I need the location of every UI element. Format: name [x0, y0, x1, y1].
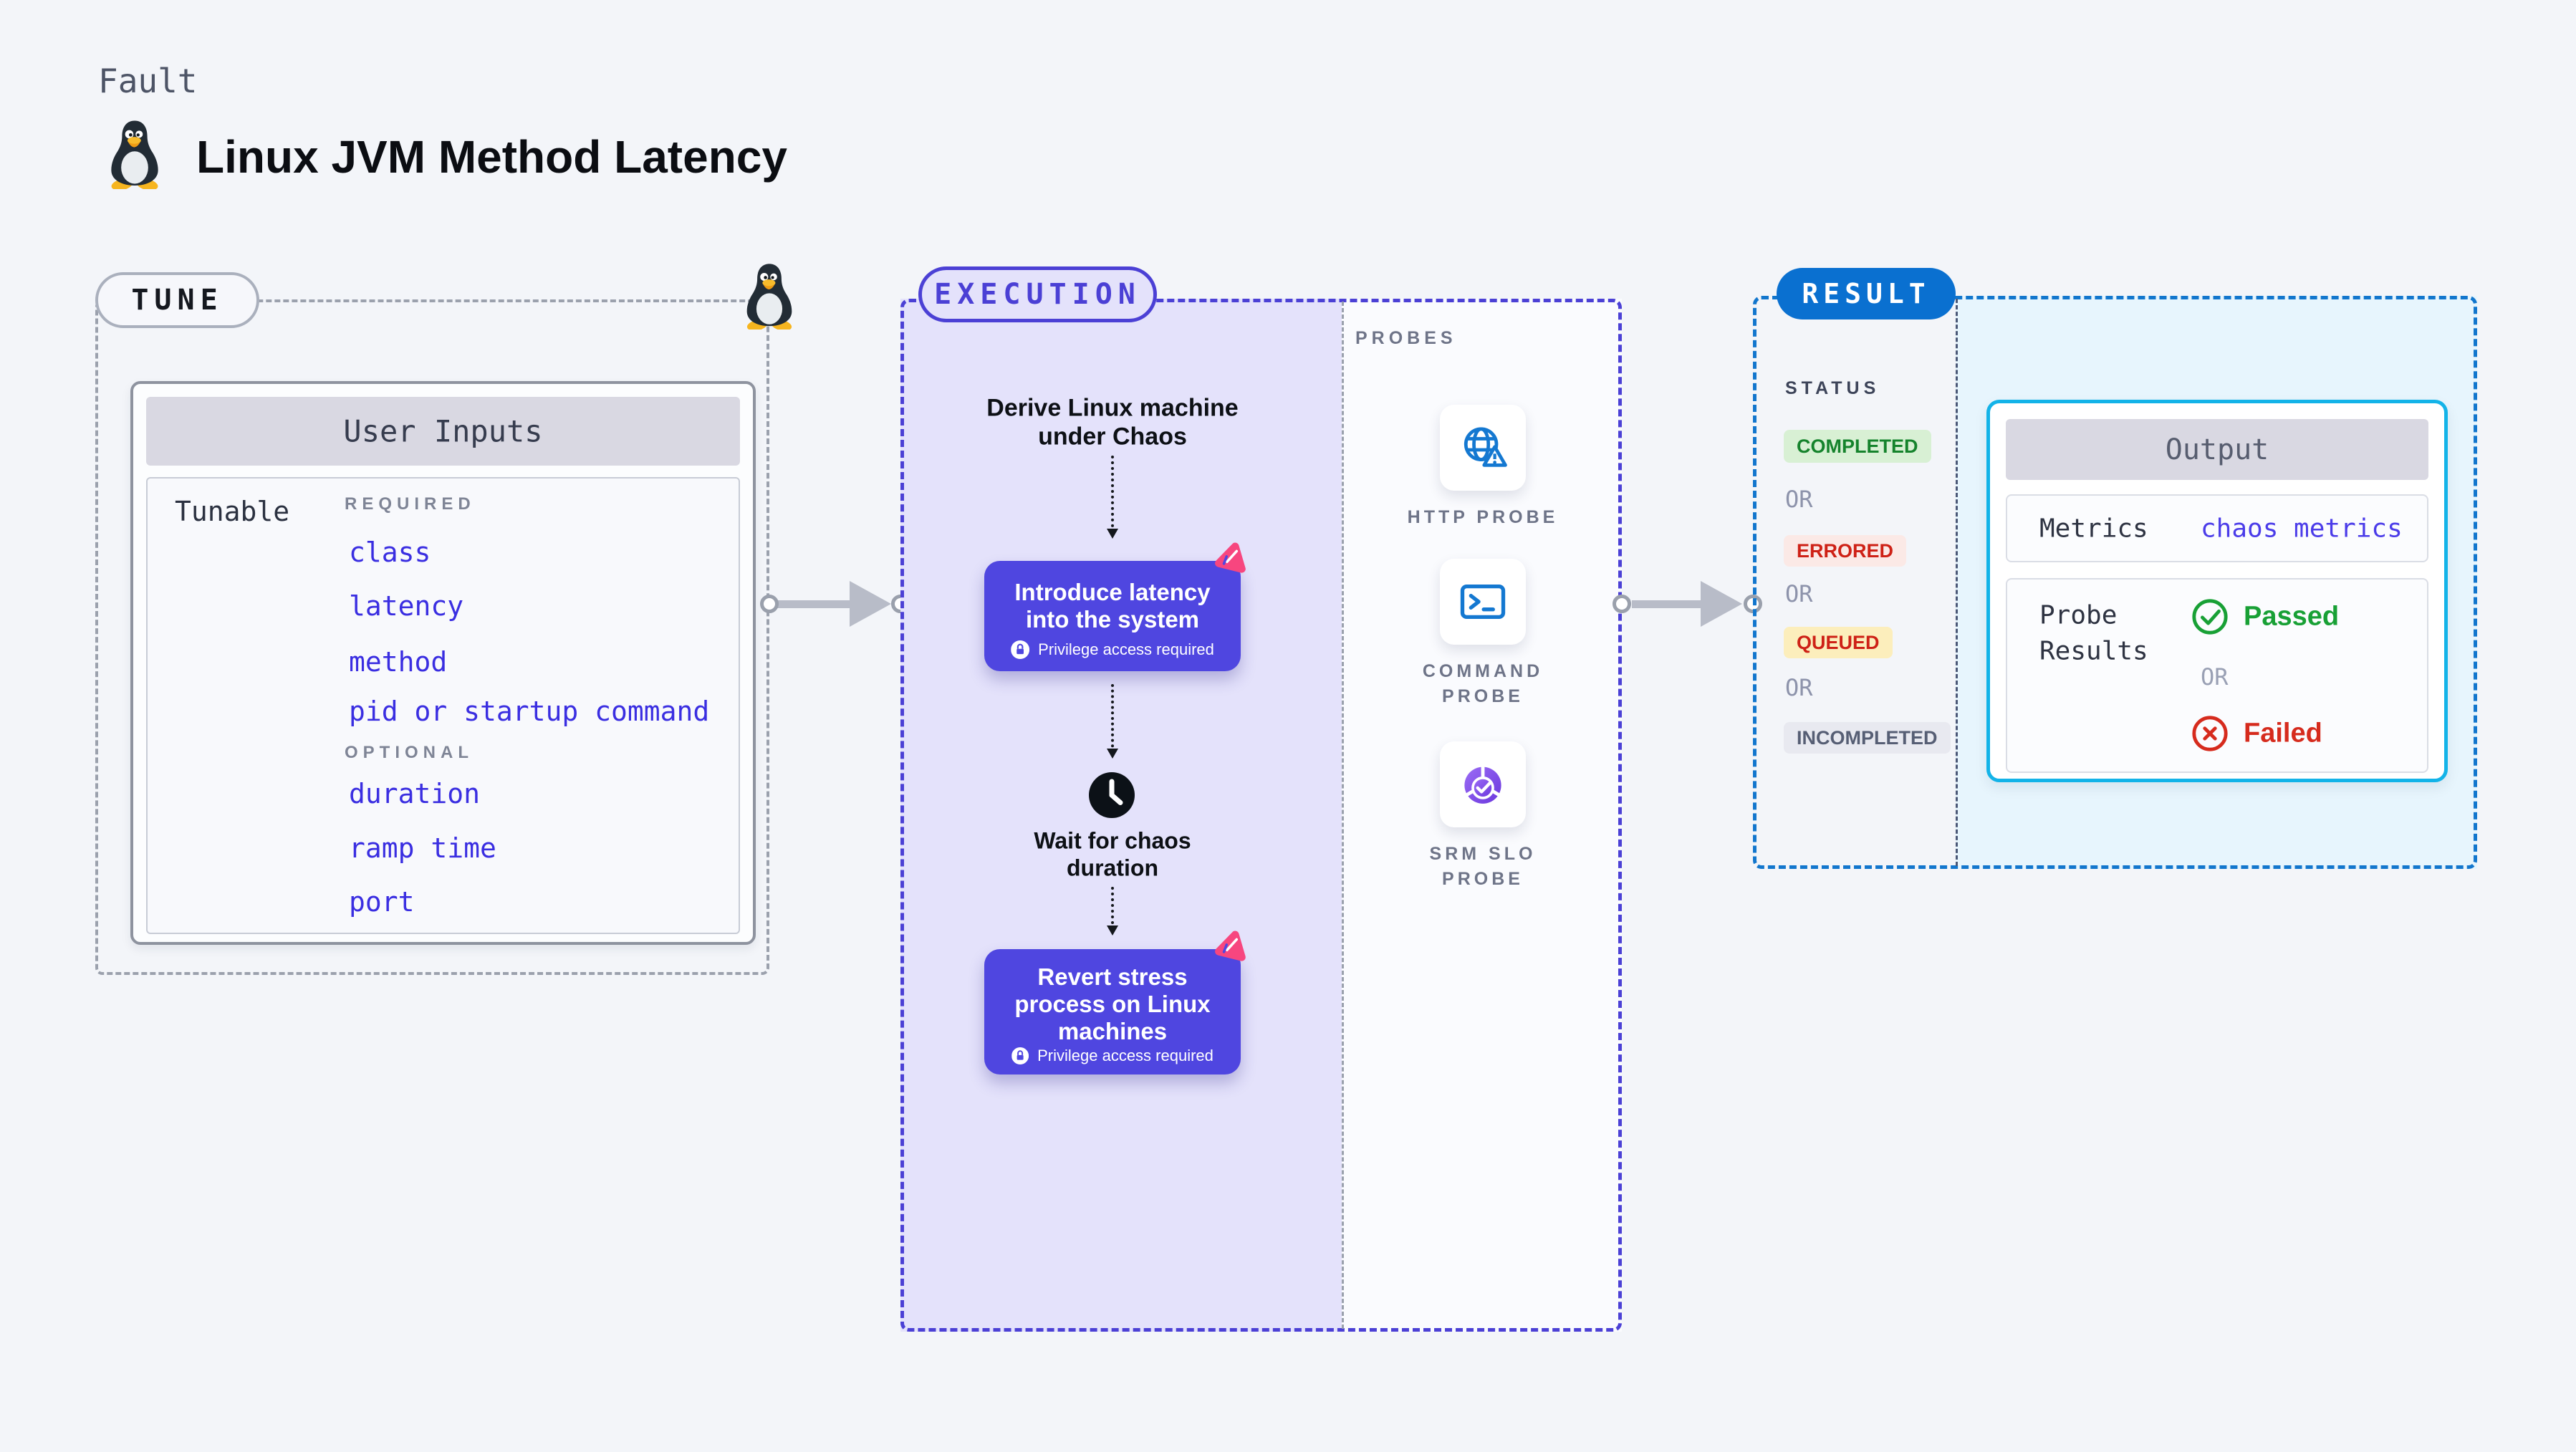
command-probe-card	[1440, 559, 1526, 645]
lock-icon	[1011, 1047, 1029, 1064]
user-inputs-header: User Inputs	[146, 397, 740, 466]
tune-to-execution-arrowhead	[850, 581, 891, 627]
tunable-link-latency[interactable]: latency	[349, 590, 464, 622]
tune-to-execution-arrow	[774, 600, 852, 608]
slo-gauge-icon	[1455, 756, 1511, 812]
srm-probe-label-line2: PROBE	[1442, 869, 1524, 889]
user-inputs-card: User Inputs Tunable REQUIRED class laten…	[130, 381, 756, 945]
probe-results-row: Probe Results Passed OR Failed	[2006, 578, 2428, 773]
tunable-link-pid[interactable]: pid or startup command	[349, 696, 710, 727]
tunable-link-duration[interactable]: duration	[349, 778, 481, 809]
status-label: STATUS	[1785, 378, 1880, 398]
status-badge-errored: ERRORED	[1784, 535, 1907, 567]
connector-node	[1613, 595, 1631, 613]
probes-label: PROBES	[1355, 328, 1457, 348]
flow-arrow-down	[1107, 456, 1118, 539]
tunable-row-label: Tunable	[175, 496, 290, 527]
command-probe-label-line2: PROBE	[1442, 686, 1524, 706]
tune-region	[95, 299, 769, 975]
tunable-link-class[interactable]: class	[349, 537, 431, 568]
status-badge-queued: QUEUED	[1784, 627, 1893, 658]
wait-step-line2: duration	[1067, 855, 1158, 881]
inject-latency-step: Introduce latency into the system Privil…	[984, 561, 1241, 671]
failed-x-icon	[2191, 714, 2229, 753]
probe-results-label-line1: Probe	[2039, 600, 2118, 630]
privilege-note: Privilege access required	[1011, 1047, 1213, 1065]
page-title: Linux JVM Method Latency	[196, 131, 787, 183]
execution-to-result-arrowhead	[1701, 581, 1742, 627]
fault-kicker: Fault	[98, 62, 198, 100]
lock-icon	[1011, 640, 1029, 659]
revert-stress-step: Revert stress process on Linux machines …	[984, 949, 1241, 1074]
inject-latency-line1: Introduce latency	[1014, 579, 1211, 605]
status-badge-incompleted: INCOMPLETED	[1784, 722, 1951, 754]
wait-clock-icon	[1087, 771, 1136, 819]
revert-line2: process on Linux	[1014, 991, 1211, 1017]
user-inputs-title: User Inputs	[343, 413, 543, 449]
command-probe-label-line1: COMMAND	[1422, 661, 1544, 681]
failed-text: Failed	[2244, 718, 2322, 749]
result-badge: RESULT	[1777, 268, 1956, 319]
metrics-label: Metrics	[2039, 514, 2148, 543]
metrics-row: Metrics chaos metrics	[2006, 494, 2428, 562]
execution-to-result-arrow	[1632, 600, 1703, 608]
output-title: Output	[2165, 433, 2269, 466]
output-card: Output Metrics chaos metrics Probe Resul…	[1986, 400, 2448, 782]
derive-step-line1: Derive Linux machine	[986, 394, 1239, 422]
tux-penguin-icon	[105, 119, 165, 189]
connector-node	[760, 595, 779, 613]
tunables-table: Tunable REQUIRED class latency method pi…	[146, 477, 740, 934]
optional-label: OPTIONAL	[345, 743, 474, 762]
http-probe-card	[1440, 405, 1526, 491]
wait-step-line1: Wait for chaos	[1034, 827, 1191, 854]
privilege-text: Privilege access required	[1038, 640, 1214, 658]
execution-region	[900, 299, 1622, 1332]
probe-or: OR	[2201, 663, 2229, 691]
result-region	[1753, 296, 2477, 869]
tux-penguin-small-icon	[741, 262, 798, 330]
probes-divider	[1342, 302, 1344, 1329]
status-or: OR	[1785, 580, 1813, 607]
inject-latency-line2: into the system	[1025, 606, 1200, 633]
chaos-step-icon	[1213, 540, 1251, 577]
chaos-step-icon	[1213, 928, 1251, 966]
flow-arrow-down	[1107, 684, 1118, 759]
status-or: OR	[1785, 674, 1813, 701]
globe-alert-icon	[1456, 420, 1510, 475]
tunable-link-method[interactable]: method	[349, 646, 448, 678]
status-badge-completed: COMPLETED	[1784, 430, 1931, 463]
tune-badge: TUNE	[95, 272, 259, 328]
srm-slo-probe-card	[1440, 741, 1526, 827]
privilege-note: Privilege access required	[1011, 640, 1214, 659]
required-label: REQUIRED	[345, 494, 476, 514]
passed-text: Passed	[2244, 601, 2340, 632]
tunable-link-port[interactable]: port	[349, 886, 415, 918]
privilege-text: Privilege access required	[1037, 1047, 1213, 1064]
revert-line3: machines	[1057, 1018, 1168, 1044]
passed-check-icon	[2191, 597, 2229, 636]
terminal-icon	[1456, 574, 1510, 629]
http-probe-label: HTTP PROBE	[1407, 507, 1559, 527]
derive-step-line2: under Chaos	[1038, 423, 1187, 451]
tunable-link-ramp-time[interactable]: ramp time	[349, 832, 496, 864]
status-output-divider	[1956, 299, 1958, 866]
revert-line1: Revert stress	[1037, 963, 1188, 990]
srm-probe-label-line1: SRM SLO	[1429, 844, 1537, 864]
flow-arrow-down	[1107, 887, 1118, 936]
execution-badge: EXECUTION	[918, 266, 1157, 322]
probe-results-label-line2: Results	[2039, 636, 2148, 666]
output-header: Output	[2006, 419, 2428, 480]
status-or: OR	[1785, 486, 1813, 513]
metrics-value-link[interactable]: chaos metrics	[2201, 514, 2403, 543]
